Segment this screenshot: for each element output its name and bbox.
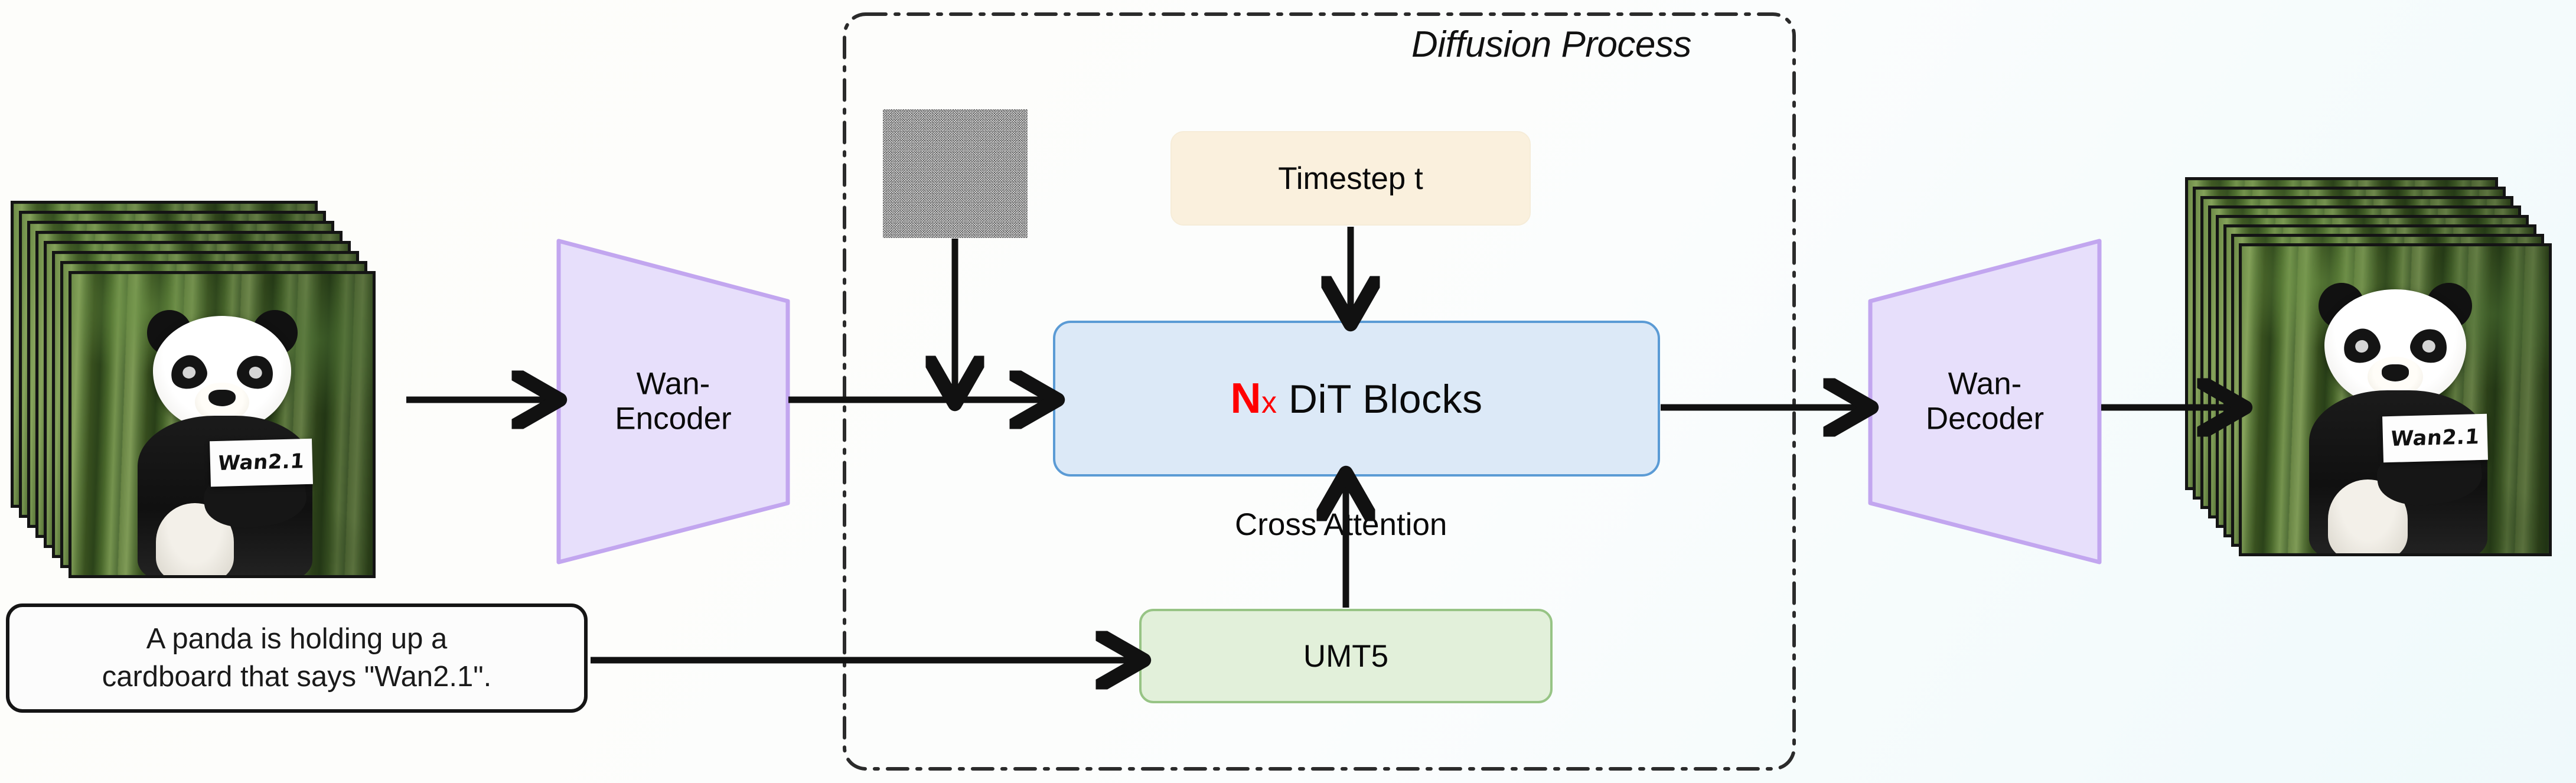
timestep-label: Timestep t bbox=[1278, 161, 1423, 196]
wan-encoder-shape bbox=[556, 239, 790, 565]
prompt-line-1: A panda is holding up a bbox=[146, 622, 448, 655]
dit-blocks-label: Nx DiT Blocks bbox=[1230, 374, 1482, 423]
umt5-label: UMT5 bbox=[1303, 638, 1389, 674]
panda-illustration: Wan2.1 bbox=[2242, 246, 2549, 553]
text-prompt-box[interactable]: A panda is holding up a cardboard that s… bbox=[6, 603, 588, 713]
panda-sign: Wan2.1 bbox=[2382, 413, 2488, 463]
dit-blocks-block[interactable]: Nx DiT Blocks bbox=[1053, 321, 1660, 477]
wan-decoder-block[interactable]: Wan- Decoder bbox=[1867, 236, 2103, 567]
dit-blocks-text: DiT Blocks bbox=[1288, 377, 1483, 422]
prompt-line-2: cardboard that says "Wan2.1". bbox=[102, 660, 492, 693]
panda-illustration: Wan2.1 bbox=[71, 274, 373, 575]
frame-sheet-front: Wan2.1 bbox=[2239, 243, 2552, 556]
dit-times-symbol: x bbox=[1261, 386, 1277, 420]
diffusion-process-title: Diffusion Process bbox=[1411, 24, 1691, 65]
umt5-text-encoder-block[interactable]: UMT5 bbox=[1139, 609, 1553, 703]
panda-sign-text: Wan2.1 bbox=[217, 449, 306, 475]
dit-repeat-count: N bbox=[1230, 375, 1261, 422]
frame-sheet-front: Wan2.1 bbox=[69, 271, 376, 578]
panda-sign: Wan2.1 bbox=[209, 438, 313, 487]
output-video-frame-stack: Wan2.1 bbox=[2185, 177, 2575, 590]
input-video-frame-stack: Wan2.1 bbox=[11, 201, 389, 585]
wan-decoder-shape bbox=[1868, 239, 2102, 565]
cross-attention-label: Cross Attention bbox=[1235, 507, 1447, 542]
panda-sign-text: Wan2.1 bbox=[2389, 425, 2481, 452]
timestep-block[interactable]: Timestep t bbox=[1170, 131, 1531, 226]
gaussian-noise-patch bbox=[883, 109, 1028, 238]
wan-encoder-block[interactable]: Wan- Encoder bbox=[555, 236, 791, 567]
